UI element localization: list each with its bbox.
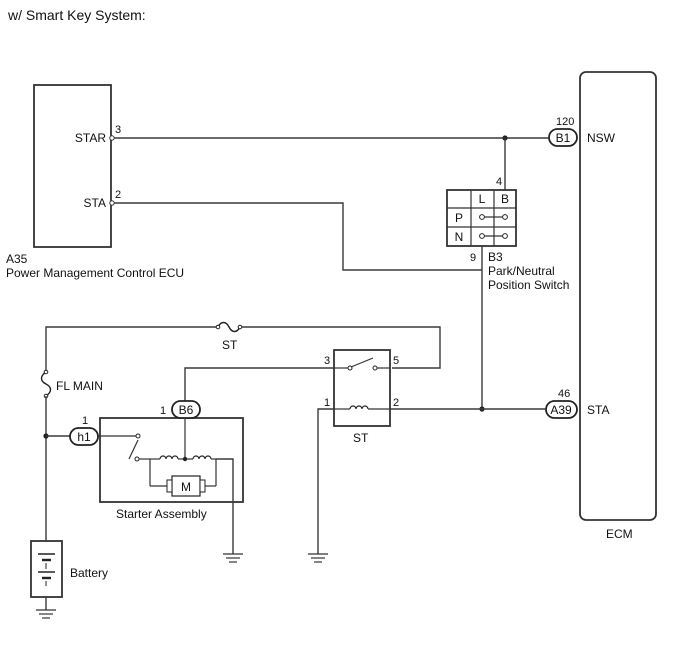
ground-icon (223, 553, 243, 563)
starter-switch-contact (128, 439, 139, 460)
ecm-sta-connector-label: A39 (550, 403, 572, 417)
ecm-box (579, 71, 657, 521)
pnp-row-p: P (455, 211, 463, 225)
power-ecu-pin-sta-name: STA (84, 196, 106, 210)
battery-label: Battery (70, 566, 108, 580)
starter-name: Starter Assembly (116, 507, 207, 521)
starter-b6-label: B6 (179, 403, 194, 417)
starter-motor-label: M (181, 480, 191, 494)
power-ecu-name: Power Management Control ECU (6, 266, 184, 280)
wire-starter-ground (216, 458, 234, 554)
starter-h1-pin: 1 (82, 415, 88, 427)
wire-relay-ground (317, 408, 334, 554)
st-relay-box (333, 349, 391, 427)
power-ecu-terminal-sta (109, 200, 115, 206)
power-ecu-code: A35 (6, 252, 28, 266)
pnp-name-line1: Park/Neutral (488, 264, 555, 278)
starter-b6-pin: 1 (160, 405, 166, 417)
st-relay-pin3: 3 (324, 355, 330, 367)
st-fuse-label: ST (222, 338, 238, 352)
wire-fuse-right (240, 326, 441, 369)
pnp-pin-bottom: 9 (470, 252, 476, 264)
st-fuse-icon (217, 321, 241, 333)
wire-relay-to-b6 (184, 367, 334, 401)
starter-b6-connector (171, 400, 201, 419)
st-relay-pin5: 5 (393, 355, 399, 367)
pnp-column-l: L (479, 192, 486, 206)
diagram-title: w/ Smart Key System: (7, 7, 146, 23)
pnp-row-n: N (455, 230, 464, 244)
ecm-sta-pin-number: 46 (558, 388, 570, 400)
ground-icon (308, 553, 328, 563)
pnp-name-line2: Position Switch (488, 278, 569, 292)
battery-icon (38, 553, 55, 586)
power-ecu-pin-sta-number: 2 (115, 189, 121, 201)
power-ecu-box (33, 84, 112, 248)
fl-main-label: FL MAIN (56, 379, 103, 393)
st-relay-contact (350, 357, 374, 368)
wire-fuse-left (45, 326, 218, 368)
starter-coil-1 (159, 455, 179, 460)
power-ecu-pin-star-number: 3 (115, 124, 121, 136)
power-ecu-terminal-star (109, 135, 115, 141)
power-ecu-pin-star-name: STAR (75, 131, 106, 145)
st-relay-label: ST (353, 431, 369, 445)
starter-coil-2 (192, 455, 212, 460)
ecm-sta-label: STA (587, 403, 609, 417)
st-relay-pin2: 2 (393, 397, 399, 409)
st-relay-coil (349, 405, 369, 410)
pnp-column-b: B (501, 192, 509, 206)
ecm-nsw-pin-number: 120 (556, 116, 574, 128)
pnp-code: B3 (488, 250, 503, 264)
wire-ecu-sta-to-switch (114, 202, 482, 271)
starter-h1-label: h1 (77, 430, 91, 444)
park-neutral-switch: L B P N (446, 189, 517, 247)
ecm-nsw-connector-label: B1 (556, 131, 571, 145)
ecm-nsw-label: NSW (587, 131, 616, 145)
ecm-name: ECM (606, 527, 633, 541)
st-relay-pin1: 1 (324, 397, 330, 409)
pnp-pin-top: 4 (496, 176, 502, 188)
fl-main-fuse-icon (40, 371, 52, 397)
ground-icon (36, 609, 56, 619)
